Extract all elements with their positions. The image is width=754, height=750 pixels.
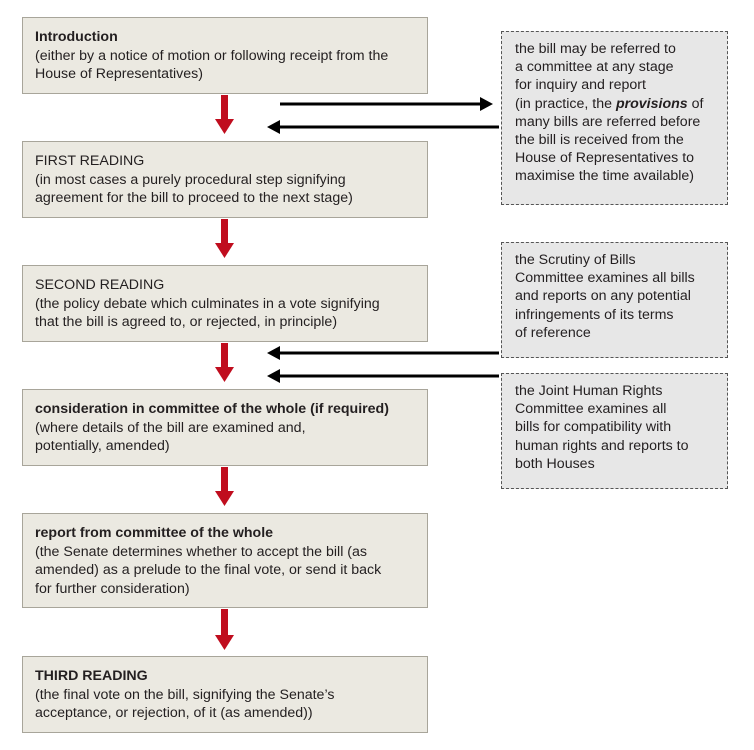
note-line: the bill may be referred to xyxy=(515,41,676,57)
arrow-from-scrutiny-note xyxy=(267,346,499,360)
note-line: both Houses xyxy=(515,455,595,472)
stage-title: consideration in committee of the whole … xyxy=(35,401,389,417)
stage-description-line: agreement for the bill to proceed to the… xyxy=(35,190,353,206)
stage-first-reading: FIRST READING (in most cases a purely pr… xyxy=(22,141,428,218)
stage-description-line: (either by a notice of motion or followi… xyxy=(35,47,389,64)
note-referral-to-committee: the bill may be referred to a committee … xyxy=(501,31,728,205)
note-line: the Joint Human Rights xyxy=(515,383,663,399)
note-line: the bill is received from the xyxy=(515,132,684,149)
stage-description-line: for further consideration) xyxy=(35,580,190,597)
stage-description-line: that the bill is agreed to, or rejected,… xyxy=(35,314,338,330)
note-line: of reference xyxy=(515,324,591,341)
arrow-from-human-rights-note xyxy=(267,369,499,383)
note-line: bills for compatibility with xyxy=(515,419,672,436)
note-line: the Scrutiny of Bills xyxy=(515,252,636,268)
flow-arrow-4 xyxy=(215,467,234,506)
stage-description-line: amended) as a prelude to the final vote,… xyxy=(35,562,382,578)
note-line: Committee examines all bills xyxy=(515,270,695,287)
note-human-rights-committee: the Joint Human Rights Committee examine… xyxy=(501,373,728,489)
flow-arrow-3 xyxy=(215,343,234,382)
flow-arrow-5 xyxy=(215,609,234,650)
stage-description-line: (the final vote on the bill, signifying … xyxy=(35,686,335,703)
stage-third-reading: THIRD READING (the final vote on the bil… xyxy=(22,656,428,733)
stage-title: THIRD READING xyxy=(35,668,148,684)
stage-description-line: (in most cases a purely procedural step … xyxy=(35,171,346,188)
note-line: for inquiry and report xyxy=(515,77,646,94)
note-line: House of Representatives to xyxy=(515,150,695,167)
flow-arrow-1 xyxy=(215,95,234,134)
stage-report-from-committee: report from committee of the whole (the … xyxy=(22,513,428,608)
stage-title: report from committee of the whole xyxy=(35,525,274,541)
stage-title: Introduction xyxy=(35,29,118,45)
emphasis-text: provisions xyxy=(615,95,688,112)
arrow-from-referral-note xyxy=(267,120,499,134)
stage-committee-of-the-whole: consideration in committee of the whole … xyxy=(22,389,428,466)
note-text: of xyxy=(687,95,704,112)
note-scrutiny-of-bills: the Scrutiny of Bills Committee examines… xyxy=(501,242,728,358)
stage-description-line: acceptance, or rejection, of it (as amen… xyxy=(35,705,313,721)
note-line: and reports on any potential xyxy=(515,288,691,305)
stage-description-line: House of Representatives) xyxy=(35,66,203,82)
flow-arrow-2 xyxy=(215,219,234,258)
note-line: (in practice, the provisions of xyxy=(515,95,715,113)
note-line: maximise the time available) xyxy=(515,168,694,185)
stage-description-line: (the Senate determines whether to accept… xyxy=(35,543,368,560)
stage-description-line: (the policy debate which culminates in a… xyxy=(35,295,380,312)
note-line: infringements of its terms xyxy=(515,306,674,323)
stage-description-line: potentially, amended) xyxy=(35,438,170,454)
arrow-to-referral-note xyxy=(280,97,493,111)
note-line: Committee examines all xyxy=(515,401,667,418)
stage-introduction: Introduction (either by a notice of moti… xyxy=(22,17,428,94)
note-line: many bills are referred before xyxy=(515,113,701,130)
stage-title: FIRST READING xyxy=(35,153,145,169)
note-text: (in practice, the xyxy=(515,95,616,112)
stage-second-reading: SECOND READING (the policy debate which … xyxy=(22,265,428,342)
note-line: a committee at any stage xyxy=(515,59,674,76)
stage-description-line: (where details of the bill are examined … xyxy=(35,419,306,436)
note-line: human rights and reports to xyxy=(515,437,689,454)
stage-title: SECOND READING xyxy=(35,277,165,293)
